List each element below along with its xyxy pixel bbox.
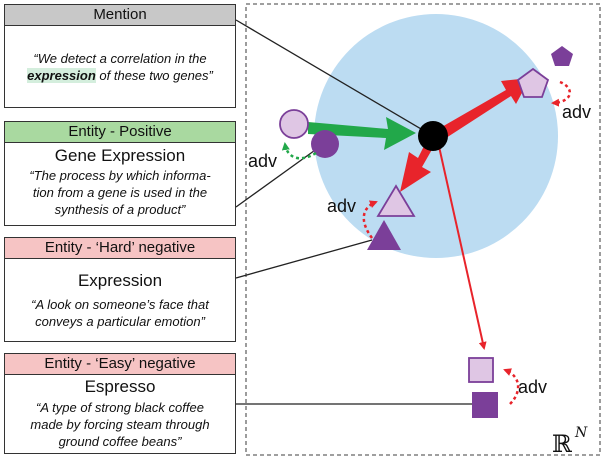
positive-desc-line: tion from a gene is used in the (32, 185, 208, 200)
space-label: ℝ (552, 430, 573, 458)
hard-negative-desc-line: conveys a particular emotion” (35, 314, 205, 329)
positive-arrow (308, 117, 416, 150)
easy-adv-square (468, 357, 494, 383)
easy-negative-box: Espresso “A type of strong black coffee … (4, 374, 236, 454)
hard-adv-triangle (376, 184, 416, 217)
easy-negative-desc: “A type of strong black coffee made by f… (5, 399, 235, 450)
easy-negative-title: Espresso (84, 377, 156, 396)
hard-direction-arrow (400, 140, 434, 192)
positive-box: Gene Expression “The process by which in… (4, 142, 236, 226)
mention-anchor-point (418, 121, 448, 151)
square-adv-curve (503, 368, 520, 405)
easy-pentagon (551, 46, 573, 66)
easy-adv-pentagon (516, 67, 550, 98)
mention-text: “We detect a correlation in the expressi… (5, 50, 235, 84)
embedding-space-frame (245, 3, 601, 456)
square-adv-label: adv (518, 377, 547, 397)
mention-box: “We detect a correlation in the expressi… (4, 25, 236, 108)
mention-text-line1: “We detect a correlation in the (33, 51, 207, 66)
mention-header: Mention (4, 4, 236, 26)
pentagon-adv-curve (551, 80, 571, 107)
easy-negative-desc-line: “A type of strong black coffee (36, 400, 204, 415)
easy-distance-line (437, 141, 487, 350)
hard-negative-box: Expression “A look on someone’s face tha… (4, 258, 236, 342)
hard-negative-desc: “A look on someone’s face that conveys a… (5, 296, 235, 330)
positive-desc-line: synthesis of a product” (54, 202, 186, 217)
easy-square (472, 392, 498, 418)
hard-negative-connector (235, 239, 373, 279)
positive-title: Gene Expression (54, 146, 186, 165)
pentagon-adv-label: adv (562, 102, 591, 122)
mention-connector (235, 19, 434, 137)
positive-adv-label: adv (248, 151, 277, 171)
easy-negative-desc-line: ground coffee beans” (58, 434, 182, 449)
easy-direction-arrow (440, 78, 530, 138)
triangle-adv-label: adv (327, 196, 356, 216)
positive-circle (311, 130, 339, 158)
positive-desc: “The process by which informa- tion from… (5, 167, 235, 218)
space-superscript: N (574, 425, 588, 441)
positive-desc-line: “The process by which informa- (29, 168, 211, 183)
positive-adv-curve (281, 142, 317, 160)
mention-text-line2: of these two genes” (99, 68, 213, 83)
easy-negative-desc-line: made by forcing steam through (30, 417, 210, 432)
easy-negative-header: Entity - ‘Easy’ negative (4, 353, 236, 375)
positive-adv-circle (279, 109, 309, 139)
hard-negative-title: Expression (77, 271, 163, 290)
hard-negative-header: Entity - ‘Hard’ negative (4, 237, 236, 259)
positive-header: Entity - Positive (4, 121, 236, 143)
hard-triangle (367, 220, 401, 250)
hard-negative-desc-line: “A look on someone’s face that (31, 297, 209, 312)
mention-highlight: expression (27, 68, 96, 83)
